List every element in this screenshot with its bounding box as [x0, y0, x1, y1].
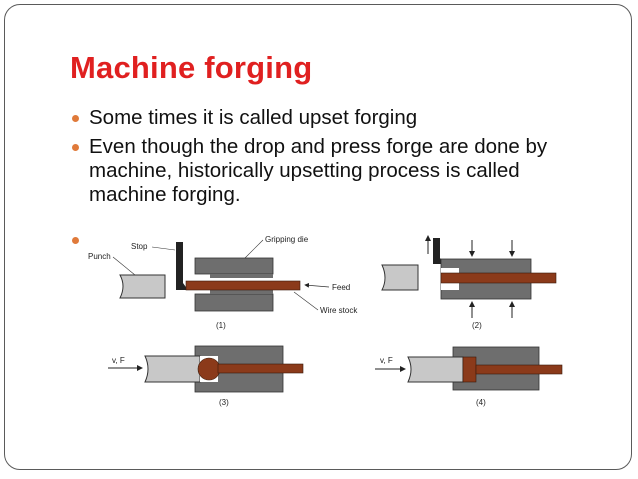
- step-1-label: (1): [216, 321, 226, 330]
- punch-shape: [407, 356, 464, 383]
- upper-die-step: [210, 274, 273, 278]
- slide-title: Machine forging: [70, 50, 313, 85]
- stop-label: Stop: [131, 242, 148, 251]
- bullet-list: Some times it is called upset forging Ev…: [72, 106, 592, 212]
- slide-frame: [4, 4, 632, 470]
- upper-gripping-die: [194, 257, 274, 275]
- feed-label: Feed: [332, 283, 350, 292]
- upset-head-shape: [462, 356, 477, 383]
- lower-gripping-die: [194, 293, 274, 312]
- gripping-die-label: Gripping die: [265, 235, 309, 244]
- punch-shape: [119, 274, 166, 299]
- bullet-item: Even though the drop and press forge are…: [72, 135, 592, 207]
- step-2-label: (2): [472, 321, 482, 330]
- feed-arrow-icon: [304, 282, 330, 288]
- upset-head-shape: [197, 357, 221, 381]
- bullet-item: Some times it is called upset forging: [72, 106, 592, 130]
- bullet-dot-icon: [72, 144, 79, 151]
- wire-stock-shape: [475, 364, 563, 375]
- step-4-label: (4): [476, 398, 486, 407]
- bullet-dot-icon: [72, 115, 79, 122]
- stop-shape: [176, 242, 188, 290]
- wire-stock-shape: [217, 363, 304, 374]
- lower-die-step: [210, 290, 273, 294]
- stop-shape: [433, 238, 444, 264]
- empty-bullet-dot-icon: [72, 237, 79, 244]
- wire-stock-shape: [185, 280, 301, 291]
- punch-label: Punch: [88, 252, 111, 261]
- velocity-force-label: v, F: [112, 356, 125, 365]
- wire-stock-shape: [440, 272, 557, 284]
- wire-stock-label: Wire stock: [320, 306, 358, 315]
- punch-shape: [144, 355, 201, 383]
- step-3-label: (3): [219, 398, 229, 407]
- velocity-force-label: v, F: [380, 356, 393, 365]
- step-4-diagram: v, F (4): [375, 346, 563, 407]
- step-2-diagram: (2): [381, 235, 557, 330]
- punch-shape: [381, 264, 419, 291]
- step-1-diagram: Stop Punch Gripping die Feed Wire stock …: [88, 235, 358, 330]
- step-3-diagram: v, F (3): [108, 345, 304, 407]
